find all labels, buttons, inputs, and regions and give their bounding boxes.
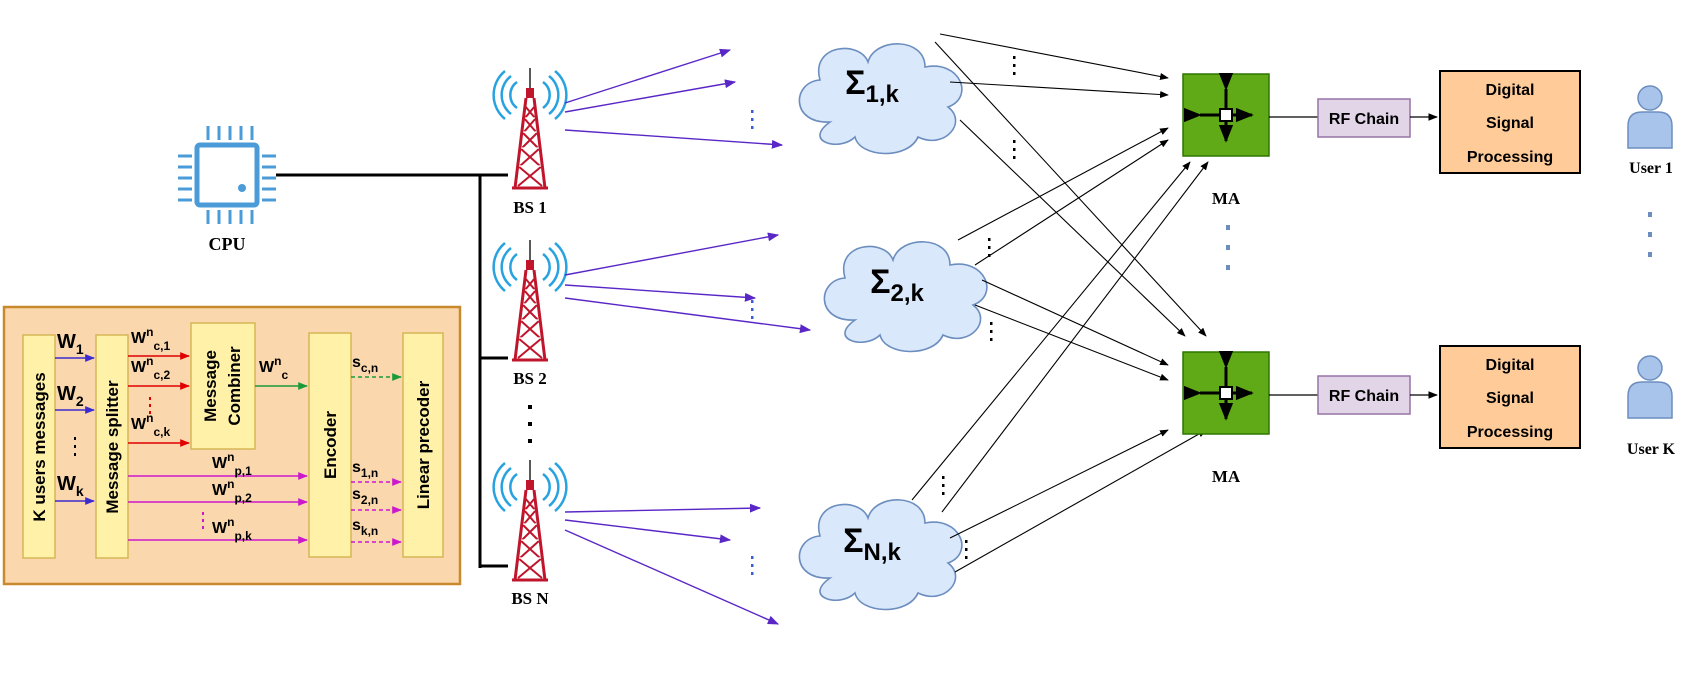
wck-label: Wnc,k	[131, 411, 170, 439]
wc-combined-label: Wnc	[259, 354, 288, 382]
ma-k-label: MA	[1212, 467, 1241, 486]
wpk-label: Wnp,k	[212, 515, 252, 543]
sp-arrows	[351, 478, 402, 546]
wp-ellipsis	[202, 512, 204, 529]
message-combiner-block	[190, 322, 256, 450]
bs-to-cloud-links	[564, 48, 812, 625]
message-combiner-label-2: Combiner	[225, 346, 244, 426]
ma-1-icon	[1183, 74, 1269, 156]
wp2-label: Wnp,2	[212, 477, 252, 505]
message-splitter-block	[95, 334, 129, 559]
rf-chain-1-label: RF Chain	[1329, 111, 1399, 128]
bs1-label: BS 1	[513, 198, 547, 217]
dsp-k-line3: Processing	[1467, 424, 1553, 441]
sk-label: sk,n	[352, 517, 378, 538]
dsp-k-line1: Digital	[1486, 357, 1535, 374]
s1-label: s1,n	[352, 459, 378, 480]
cluster-n-label: ΣN,k	[843, 522, 901, 566]
bs-vertical-ellipsis	[528, 405, 532, 443]
linear-precoder-block	[402, 332, 444, 558]
bsn-label: BS N	[511, 589, 549, 608]
cloud-to-ma-links	[911, 33, 1209, 573]
cpu-label: CPU	[209, 234, 246, 254]
s2-label: s2,n	[352, 486, 378, 507]
wc-ellipsis	[149, 397, 151, 414]
ma-k-icon	[1183, 352, 1269, 434]
user-k-icon	[1627, 355, 1673, 419]
dsp-1-line3: Processing	[1467, 149, 1553, 166]
rf-chain-k-label: RF Chain	[1329, 388, 1399, 405]
bsn-tower-icon	[492, 458, 568, 582]
dsp-k-line2: Signal	[1486, 390, 1534, 407]
cluster-1-label: Σ1,k	[845, 64, 899, 108]
user-k-label: User K	[1627, 441, 1676, 458]
wp1-label: Wnp,1	[212, 450, 252, 478]
dsp-1-line2: Signal	[1486, 115, 1534, 132]
dsp-block-1	[1439, 70, 1581, 174]
w2-label: W2	[57, 383, 84, 409]
sc-label: sc,n	[352, 354, 378, 375]
rf-chain-1	[1317, 98, 1411, 138]
private-part-arrows	[128, 472, 308, 544]
message-combiner-label-1: Message	[201, 350, 220, 422]
w1-label: W1	[57, 331, 84, 357]
ma-1-label: MA	[1212, 189, 1241, 208]
bs2-label: BS 2	[513, 369, 547, 388]
cluster-2-label: Σ2,k	[870, 263, 924, 307]
fronthaul-bus	[276, 173, 508, 568]
user-1-label: User 1	[1629, 160, 1673, 177]
dsp-1-line1: Digital	[1486, 82, 1535, 99]
ma-vertical-ellipsis	[1226, 225, 1230, 270]
common-part-arrows	[128, 352, 190, 447]
message-splitter-label: Message splitter	[103, 380, 122, 514]
rf-chain-k	[1317, 375, 1411, 415]
user-message-arrows	[55, 354, 95, 505]
user-1-icon	[1627, 85, 1673, 149]
wc2-label: Wnc,2	[131, 354, 170, 382]
cloud-link-ellipsis	[942, 56, 1016, 559]
bs2-tower-icon	[492, 238, 568, 362]
wc1-label: Wnc,1	[131, 325, 170, 353]
encoder-label: Encoder	[321, 411, 340, 479]
bs-link-ellipsis	[751, 110, 754, 575]
cpu-icon	[178, 126, 276, 224]
k-users-messages-block	[22, 334, 56, 559]
linear-precoder-label: Linear precoder	[414, 380, 433, 509]
user-vertical-ellipsis	[1648, 212, 1652, 257]
encoder-block	[308, 332, 352, 558]
wk-label: Wk	[57, 473, 84, 499]
dsp-block-k	[1439, 345, 1581, 449]
w-ellipsis	[74, 437, 76, 456]
k-users-messages-label: K users messages	[30, 372, 49, 521]
bs1-tower-icon	[492, 66, 568, 190]
